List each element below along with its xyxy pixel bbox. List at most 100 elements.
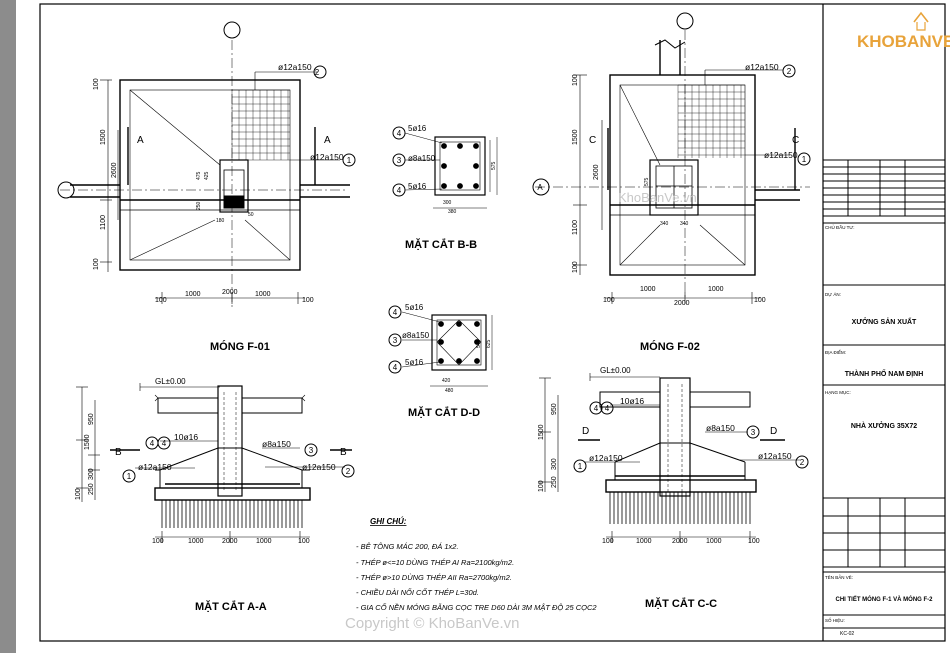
- svg-text:5ø16: 5ø16: [408, 182, 427, 191]
- location-label: ĐỊA ĐIỂM:: [825, 349, 846, 355]
- svg-text:4: 4: [397, 129, 402, 138]
- svg-text:1000: 1000: [256, 538, 272, 545]
- svg-text:3: 3: [309, 446, 314, 455]
- svg-text:100: 100: [538, 480, 545, 492]
- watermark-top: KhoBanVe.vn: [618, 190, 697, 205]
- svg-text:1000: 1000: [640, 286, 656, 293]
- svg-text:100: 100: [298, 538, 310, 545]
- section-mark-a-left: A: [137, 135, 144, 146]
- svg-text:2000: 2000: [222, 289, 238, 296]
- svg-text:D: D: [770, 426, 777, 437]
- svg-text:475: 475: [196, 171, 202, 180]
- svg-text:1: 1: [802, 155, 807, 164]
- section-dd: [388, 305, 493, 387]
- svg-text:ø12a150: ø12a150: [764, 150, 798, 160]
- svg-text:1: 1: [347, 156, 352, 165]
- svg-text:100: 100: [602, 538, 614, 545]
- svg-text:340: 340: [680, 221, 689, 227]
- svg-text:2000: 2000: [222, 538, 238, 545]
- svg-text:100: 100: [75, 488, 82, 500]
- svg-text:1500: 1500: [538, 424, 545, 440]
- svg-text:2: 2: [787, 67, 792, 76]
- svg-text:2600: 2600: [111, 162, 118, 178]
- svg-text:100: 100: [572, 74, 579, 86]
- svg-text:2000: 2000: [672, 538, 688, 545]
- svg-text:100: 100: [302, 297, 314, 304]
- svg-text:B: B: [115, 447, 122, 458]
- project-label: DỰ ÁN:: [825, 291, 841, 297]
- sheet-border: [39, 3, 946, 642]
- svg-text:ø12a150: ø12a150: [745, 62, 779, 72]
- sheet-number: KC-02: [840, 631, 854, 637]
- svg-text:1100: 1100: [572, 220, 579, 235]
- svg-text:3: 3: [393, 336, 398, 345]
- svg-text:100: 100: [155, 297, 167, 304]
- svg-text:950: 950: [551, 403, 558, 415]
- note-1: - BÊ TÔNG MÁC 200, ĐÁ 1x2.: [356, 542, 459, 551]
- title-section-dd: MẶT CẮT D-D: [408, 406, 480, 419]
- svg-text:10ø16: 10ø16: [174, 432, 198, 442]
- item-name: NHÀ XƯỞNG 35X72: [851, 421, 917, 430]
- svg-text:4: 4: [605, 404, 610, 413]
- svg-text:300: 300: [551, 458, 558, 470]
- section-aa: [76, 383, 355, 543]
- svg-text:100: 100: [152, 538, 164, 545]
- svg-text:4: 4: [162, 439, 167, 448]
- svg-text:3: 3: [397, 156, 402, 165]
- svg-text:10ø16: 10ø16: [620, 396, 644, 406]
- svg-text:ø8a150: ø8a150: [408, 154, 436, 163]
- svg-text:1000: 1000: [636, 538, 652, 545]
- svg-text:ø8a150: ø8a150: [402, 331, 430, 340]
- svg-text:545: 545: [476, 339, 482, 348]
- svg-text:380: 380: [448, 209, 457, 215]
- svg-text:ø8a150: ø8a150: [262, 439, 291, 449]
- title-mong-f01: MÓNG F-01: [210, 340, 270, 353]
- title-mong-f02: MÓNG F-02: [640, 340, 700, 353]
- khobanve-logo: KHOBANVE: [857, 11, 950, 51]
- svg-text:5ø16: 5ø16: [408, 124, 427, 133]
- svg-text:4: 4: [594, 404, 599, 413]
- svg-text:425: 425: [204, 171, 210, 180]
- svg-text:5ø16: 5ø16: [405, 303, 424, 312]
- svg-text:ø12a150: ø12a150: [589, 453, 623, 463]
- left-scroll-strip: [0, 0, 16, 653]
- drawing-name: CHI TIẾT MÓNG F-1 VÀ MÓNG F-2: [836, 595, 934, 603]
- svg-text:1500: 1500: [100, 129, 107, 145]
- svg-text:100: 100: [93, 258, 100, 270]
- svg-text:100: 100: [93, 78, 100, 90]
- svg-text:180: 180: [216, 218, 225, 224]
- note-2: - THÉP ø<=10 DÙNG THÉP AI Ra=2100kg/m2.: [356, 558, 514, 567]
- section-mark-c-right: C: [792, 135, 799, 146]
- title-section-cc: MẶT CẮT C-C: [645, 597, 717, 610]
- svg-text:ø12a150: ø12a150: [310, 152, 344, 162]
- title-section-aa: MẶT CẮT A-A: [195, 600, 267, 613]
- section-cc: [539, 373, 809, 543]
- svg-text:1000: 1000: [255, 291, 271, 298]
- svg-text:ø12a150: ø12a150: [302, 462, 336, 472]
- svg-text:250: 250: [551, 476, 558, 488]
- svg-text:340: 340: [660, 221, 669, 227]
- logo-text: KHOBANVE: [857, 32, 950, 51]
- section-mark-c-left: C: [589, 135, 596, 146]
- svg-text:300: 300: [443, 200, 452, 206]
- svg-text:4: 4: [397, 186, 402, 195]
- section-bb: [392, 126, 498, 209]
- watermark-bottom: Copyright © KhoBanVe.vn: [345, 615, 520, 632]
- svg-text:250: 250: [88, 483, 95, 495]
- svg-text:420: 420: [442, 378, 451, 384]
- svg-text:3: 3: [751, 428, 756, 437]
- svg-text:2000: 2000: [674, 300, 690, 307]
- svg-text:1: 1: [578, 462, 583, 471]
- svg-text:D: D: [582, 426, 589, 437]
- svg-text:2: 2: [315, 68, 320, 77]
- svg-text:1000: 1000: [708, 286, 724, 293]
- note-5: - GIA CỐ NỀN MÓNG BẰNG CỌC TRE D60 DÀI 3…: [356, 602, 597, 612]
- svg-text:B: B: [340, 447, 347, 458]
- notes-block: GHI CHÚ: - BÊ TÔNG MÁC 200, ĐÁ 1x2. - TH…: [356, 517, 597, 612]
- svg-text:ø12a150: ø12a150: [138, 462, 172, 472]
- svg-text:950: 950: [88, 413, 95, 425]
- title-block: KHOBANVE CHỦ ĐẦU TƯ: DỰ ÁN: XƯỞNG SẢN XU…: [823, 11, 950, 637]
- svg-text:1000: 1000: [185, 291, 201, 298]
- svg-text:4: 4: [393, 308, 398, 317]
